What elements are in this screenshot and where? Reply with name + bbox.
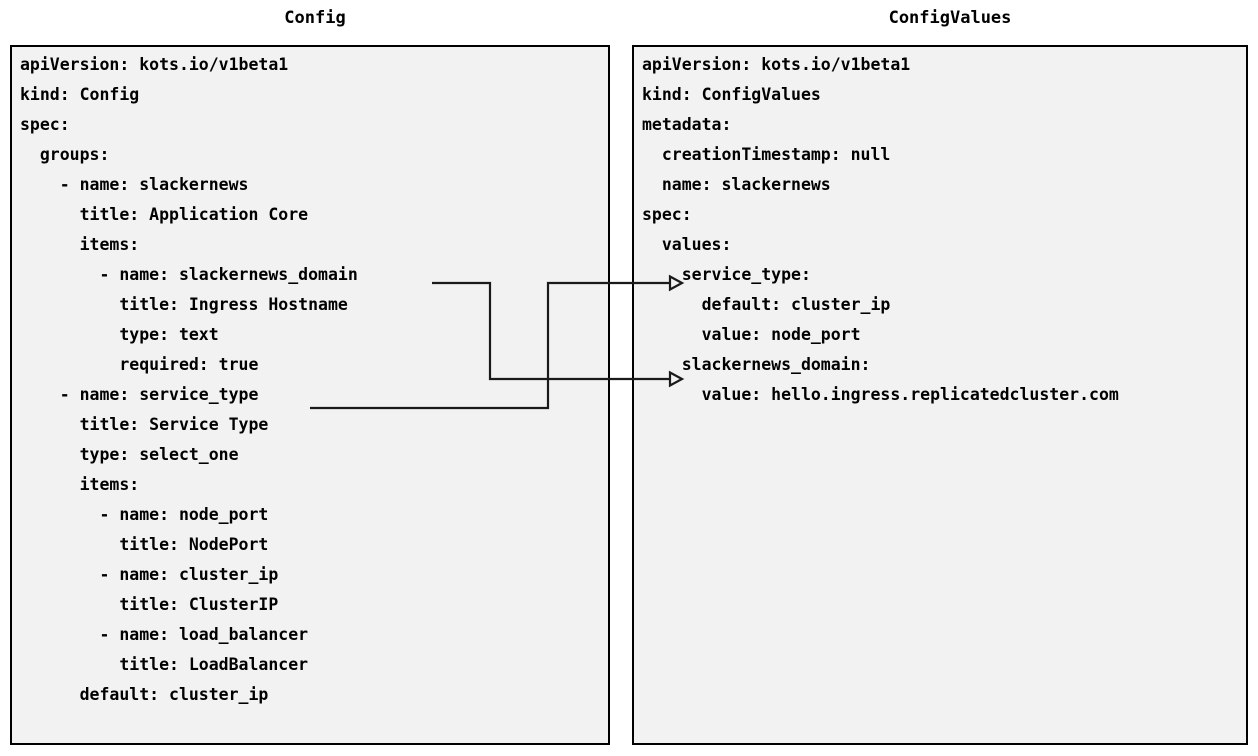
yaml-line: - name: service_type [20,385,259,404]
yaml-line: apiVersion: kots.io/v1beta1 [20,55,289,74]
yaml-line: metadata: [642,115,732,134]
config-yaml-block: apiVersion: kots.io/v1beta1 kind: Config s… [20,50,358,710]
yaml-line: default: cluster_ip [642,295,891,314]
yaml-line: value: node_port [642,325,861,344]
yaml-line: items: [20,475,140,494]
yaml-line: - name: slackernews_domain [20,265,358,284]
yaml-line: - name: node_port [20,505,269,524]
yaml-line: title: NodePort [20,535,269,554]
yaml-line: kind: ConfigValues [642,85,821,104]
yaml-line: type: text [20,325,219,344]
yaml-line: name: slackernews [642,175,831,194]
yaml-line: default: cluster_ip [20,685,269,704]
yaml-line: groups: [20,145,110,164]
yaml-line: items: [20,235,140,254]
yaml-line: - name: slackernews [20,175,249,194]
yaml-line: title: Application Core [20,205,309,224]
yaml-line: apiVersion: kots.io/v1beta1 [642,55,911,74]
yaml-line: spec: [642,205,692,224]
yaml-line: values: [642,235,732,254]
yaml-line: title: Ingress Hostname [20,295,348,314]
yaml-line: required: true [20,355,259,374]
yaml-line: title: LoadBalancer [20,655,309,674]
configvalues-panel [632,45,1248,745]
yaml-line: value: hello.ingress.replicatedcluster.c… [642,385,1119,404]
yaml-line: slackernews_domain: [642,355,871,374]
config-panel-title: Config [284,8,346,28]
yaml-line: title: ClusterIP [20,595,279,614]
yaml-line: - name: cluster_ip [20,565,279,584]
yaml-line: title: Service Type [20,415,269,434]
yaml-line: - name: load_balancer [20,625,309,644]
yaml-line: spec: [20,115,70,134]
configvalues-panel-title: ConfigValues [888,8,1012,28]
yaml-line: type: select_one [20,445,239,464]
yaml-line: service_type: [642,265,811,284]
yaml-line: kind: Config [20,85,140,104]
yaml-line: creationTimestamp: null [642,145,891,164]
configvalues-yaml-block: apiVersion: kots.io/v1beta1 kind: ConfigV… [642,50,1119,410]
